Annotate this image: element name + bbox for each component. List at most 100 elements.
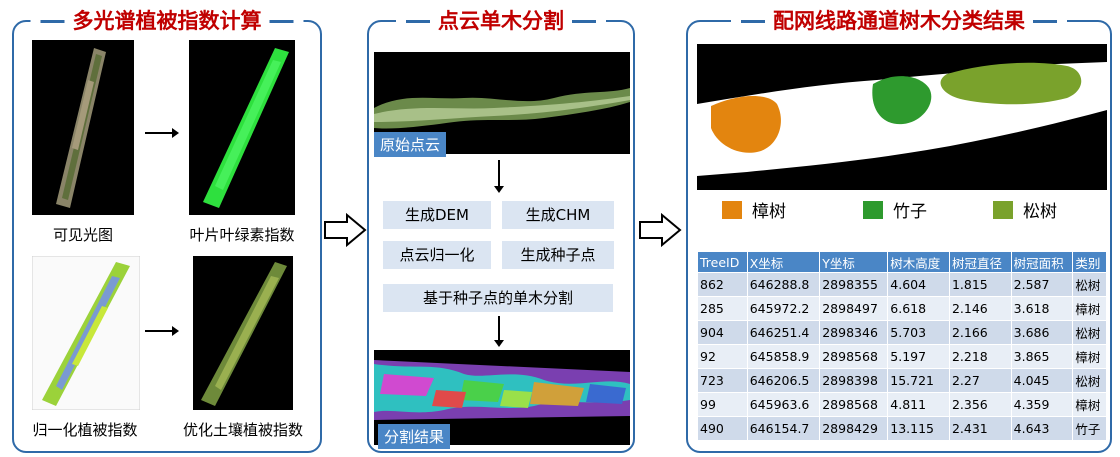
flow-arrow-2 — [639, 213, 682, 247]
caption-chlorophyll: 叶片叶绿素指数 — [189, 226, 295, 244]
step-seed-points: 生成种子点 — [502, 241, 614, 269]
table-row: 490 646154.7 2898429 13.115 2.431 4.643 … — [697, 416, 1107, 441]
cell: 松树 — [1072, 368, 1107, 393]
arrow-raw-to-steps — [494, 160, 504, 193]
cell: 4.604 — [887, 272, 950, 297]
title-dash-right — [1033, 19, 1057, 23]
cell: 5.703 — [887, 320, 950, 345]
cell: 4.359 — [1010, 392, 1074, 417]
cell: 862 — [697, 272, 748, 297]
caption-visible: 可见光图 — [52, 226, 113, 244]
step-generate-dem: 生成DEM — [383, 201, 491, 229]
segmentation-result-image — [374, 350, 630, 445]
cell: 99 — [697, 392, 748, 417]
cell: 2898568 — [819, 392, 889, 417]
cell: 2.146 — [948, 296, 1012, 321]
cell: 13.115 — [887, 416, 950, 441]
legend-swatch-bamboo — [863, 200, 883, 219]
cell: 6.618 — [887, 296, 950, 321]
table-row: 904 646251.4 2898346 5.703 2.166 3.686 松… — [697, 320, 1107, 345]
step-seed-segmentation: 基于种子点的单木分割 — [383, 284, 613, 312]
step-normalize: 点云归一化 — [383, 241, 491, 269]
cell: 2.431 — [948, 416, 1012, 441]
header-crown-area: 树冠面积 — [1010, 251, 1074, 273]
title-dash-left — [40, 19, 65, 23]
arrow-steps-to-result — [494, 316, 504, 347]
cell: 樟树 — [1072, 344, 1107, 369]
legend-label-camphor: 樟树 — [752, 202, 786, 222]
cell: 4.643 — [1010, 416, 1074, 441]
arrow-ndvi-to-osavi — [145, 326, 179, 336]
segmentation-result-label: 分割结果 — [378, 424, 451, 449]
raw-point-cloud-label: 原始点云 — [374, 132, 447, 157]
cell: 竹子 — [1072, 416, 1107, 441]
cell: 5.197 — [887, 344, 950, 369]
segmentation-panel-title: 点云单木分割 — [396, 6, 606, 36]
legend-bamboo: 竹子 — [863, 197, 927, 222]
cell: 4.045 — [1010, 368, 1074, 393]
cell: 904 — [697, 320, 748, 345]
classification-title-text: 配网线路通道树木分类结果 — [773, 9, 1025, 33]
header-y: Y坐标 — [819, 251, 889, 273]
header-class: 类别 — [1072, 251, 1107, 273]
title-dash-right — [572, 19, 596, 23]
legend-label-pine: 松树 — [1023, 202, 1057, 222]
cell: 645972.2 — [746, 296, 821, 321]
cell: 646154.7 — [746, 416, 821, 441]
ndvi-image — [32, 256, 140, 410]
cell: 2898355 — [819, 272, 889, 297]
caption-osavi: 优化土壤植被指数 — [182, 421, 303, 439]
cell: 2.166 — [948, 320, 1012, 345]
cell: 2.218 — [948, 344, 1012, 369]
legend-pine: 松树 — [993, 197, 1057, 222]
cell: 樟树 — [1072, 296, 1107, 321]
cell: 2898398 — [819, 368, 889, 393]
tree-attribute-table: TreeID X坐标 Y坐标 树木高度 树冠直径 树冠面积 类别 862 646… — [697, 251, 1107, 441]
classification-map-image — [697, 44, 1107, 190]
multispectral-panel-title: 多光谱植被指数计算 — [30, 6, 304, 36]
header-height: 树木高度 — [887, 251, 950, 273]
table-header-row: TreeID X坐标 Y坐标 树木高度 树冠直径 树冠面积 类别 — [697, 251, 1107, 273]
legend-label-bamboo: 竹子 — [893, 202, 927, 222]
cell: 3.865 — [1010, 344, 1074, 369]
cell: 645963.6 — [746, 392, 821, 417]
cell: 1.815 — [948, 272, 1012, 297]
cell: 2898568 — [819, 344, 889, 369]
cell: 2898497 — [819, 296, 889, 321]
title-dash-left — [406, 19, 430, 23]
cell: 723 — [697, 368, 748, 393]
cell: 646206.5 — [746, 368, 821, 393]
cell: 2898429 — [819, 416, 889, 441]
title-dash-left — [741, 19, 765, 23]
table-row: 862 646288.8 2898355 4.604 1.815 2.587 松… — [697, 272, 1107, 297]
table-row: 723 646206.5 2898398 15.721 2.27 4.045 松… — [697, 368, 1107, 393]
chlorophyll-index-image — [189, 40, 295, 215]
header-x: X坐标 — [746, 251, 821, 273]
cell: 646288.8 — [746, 272, 821, 297]
cell: 645858.9 — [746, 344, 821, 369]
cell: 2898346 — [819, 320, 889, 345]
flow-arrow-1 — [324, 213, 367, 247]
step-generate-chm: 生成CHM — [502, 201, 614, 229]
multispectral-title-text: 多光谱植被指数计算 — [72, 9, 262, 33]
cell: 15.721 — [887, 368, 950, 393]
cell: 2.587 — [1010, 272, 1074, 297]
visible-light-image — [32, 40, 134, 215]
header-tree-id: TreeID — [697, 251, 748, 273]
cell: 285 — [697, 296, 748, 321]
cell: 92 — [697, 344, 748, 369]
cell: 松树 — [1072, 320, 1107, 345]
osavi-image — [193, 256, 293, 410]
table-row: 99 645963.6 2898568 4.811 2.356 4.359 樟树 — [697, 392, 1107, 417]
cell: 松树 — [1072, 272, 1107, 297]
legend-swatch-camphor — [722, 200, 742, 219]
cell: 2.356 — [948, 392, 1012, 417]
classification-panel-title: 配网线路通道树木分类结果 — [731, 6, 1067, 36]
cell: 3.686 — [1010, 320, 1074, 345]
table-row: 92 645858.9 2898568 5.197 2.218 3.865 樟树 — [697, 344, 1107, 369]
legend-camphor: 樟树 — [722, 197, 786, 222]
legend-swatch-pine — [993, 200, 1013, 219]
segmentation-title-text: 点云单木分割 — [438, 9, 564, 33]
cell: 樟树 — [1072, 392, 1107, 417]
table-row: 285 645972.2 2898497 6.618 2.146 3.618 樟… — [697, 296, 1107, 321]
